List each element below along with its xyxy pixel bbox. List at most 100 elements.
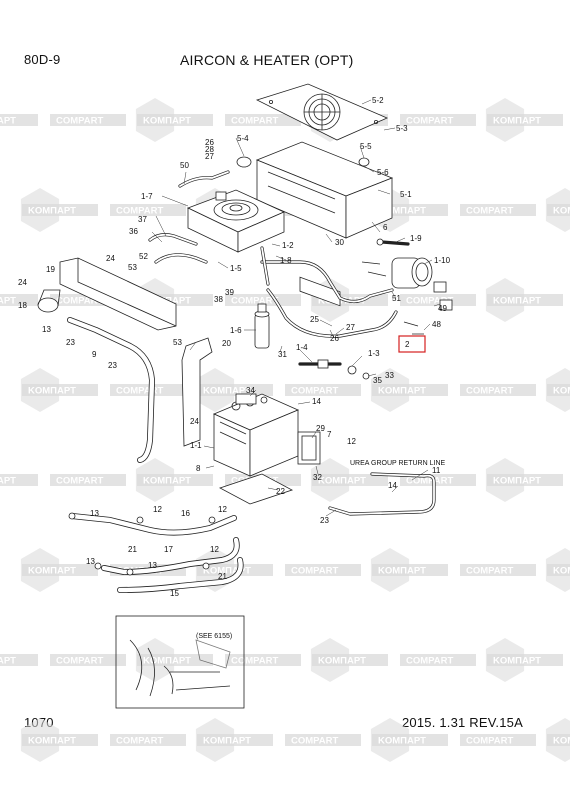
callout: 27	[205, 152, 214, 161]
svg-text:KOMПАРТ: KOMПАРТ	[493, 296, 541, 307]
callout: 24	[190, 417, 199, 426]
callout: 23	[66, 338, 75, 347]
callout: 50	[180, 161, 189, 170]
svg-text:KOMПАРТ: KOMПАРТ	[493, 116, 541, 127]
watermark-stamp: KOMПАРТ COMPART	[20, 368, 186, 412]
callout: 23	[320, 516, 329, 525]
watermark-stamp: KOMПАРТ COMPART	[195, 718, 361, 762]
callout: 1-9	[410, 234, 422, 243]
callout: 19	[46, 265, 55, 274]
svg-text:KOMПАРТ: KOMПАРТ	[203, 386, 251, 397]
svg-text:KOMПАРТ: KOMПАРТ	[203, 736, 251, 747]
seal-ring	[236, 156, 252, 168]
callout: 1-4	[296, 343, 308, 352]
callout: 51	[392, 294, 401, 303]
svg-text:COMPART: COMPART	[466, 206, 514, 217]
watermark-stamp: KOMПАРТ COMPART	[195, 368, 361, 412]
svg-text:COMPART: COMPART	[466, 566, 514, 577]
callout: 1-10	[434, 256, 451, 265]
svg-text:COMPART: COMPART	[56, 476, 104, 487]
callout: 53	[173, 338, 182, 347]
page-title: AIRCON & HEATER (OPT)	[180, 52, 354, 68]
svg-text:COMPART: COMPART	[291, 566, 339, 577]
revision-date: 2015. 1.31 REV.15A	[402, 715, 523, 730]
callout: 35	[373, 376, 382, 385]
svg-text:KOMПАРТ: KOMПАРТ	[318, 296, 366, 307]
svg-text:KOMПАРТ: KOMПАРТ	[143, 656, 191, 667]
callout: 12	[218, 505, 227, 514]
callout: 7	[327, 430, 332, 439]
svg-text:KOMПАРТ: KOMПАРТ	[0, 656, 16, 667]
callout: 24	[106, 254, 115, 263]
urea-return-note: UREA GROUP RETURN LINE	[350, 460, 445, 467]
highlight-box	[398, 335, 426, 353]
callout: 9	[92, 350, 97, 359]
svg-text:COMPART: COMPART	[116, 386, 164, 397]
hose-clamps	[68, 512, 216, 576]
callout: 5-6	[377, 168, 389, 177]
callout: 21	[128, 545, 137, 554]
callout: 16	[181, 509, 190, 518]
callout: 1-3	[368, 349, 380, 358]
callout: 13	[90, 509, 99, 518]
callout: 6	[383, 223, 388, 232]
svg-text:COMPART: COMPART	[56, 656, 104, 667]
callout: 28	[205, 145, 214, 154]
condenser-box	[255, 141, 394, 307]
svg-text:KOMПАРТ: KOMПАРТ	[553, 566, 570, 577]
callout: 36	[129, 227, 138, 236]
compressor	[391, 257, 453, 311]
callout: 1-2	[282, 241, 294, 250]
svg-text:KOMПАРТ: KOMПАРТ	[28, 386, 76, 397]
svg-text:COMPART: COMPART	[406, 116, 454, 127]
svg-text:KOMПАРТ: KOMПАРТ	[28, 566, 76, 577]
svg-text:COMPART: COMPART	[466, 386, 514, 397]
svg-text:COMPART: COMPART	[406, 296, 454, 307]
svg-text:KOMПАРТ: KOMПАРТ	[378, 566, 426, 577]
see-reference-note: (SEE 6155)	[196, 633, 232, 640]
svg-text:COMPART: COMPART	[291, 736, 339, 747]
svg-text:KOMПАРТ: KOMПАРТ	[318, 656, 366, 667]
callout: 22	[276, 487, 285, 496]
callout: 33	[385, 371, 394, 380]
callout: 52	[139, 252, 148, 261]
callout: 13	[148, 561, 157, 570]
callout: 18	[18, 301, 27, 310]
callout: 17	[164, 545, 173, 554]
svg-text:KOMПАРТ: KOMПАРТ	[28, 206, 76, 217]
heater-unit	[212, 393, 300, 477]
svg-text:COMPART: COMPART	[291, 386, 339, 397]
svg-text:KOMПАРТ: KOMПАРТ	[553, 736, 570, 747]
svg-text:KOMПАРТ: KOMПАРТ	[553, 386, 570, 397]
watermark-layer: KOMПАРТ COMPART KOMПАРТ COMPART KOMПАРТ COMPA…	[0, 98, 570, 762]
svg-text:KOMПАРТ: KOMПАРТ	[378, 736, 426, 747]
svg-text:COMPART: COMPART	[231, 116, 279, 127]
callout: 53	[128, 263, 137, 272]
callout: 13	[86, 557, 95, 566]
svg-text:KOMПАРТ: KOMПАРТ	[318, 476, 366, 487]
svg-text:KOMПАРТ: KOMПАРТ	[143, 476, 191, 487]
callout: 5-3	[396, 124, 408, 133]
callout: 15	[170, 589, 179, 598]
svg-text:COMPART: COMPART	[116, 736, 164, 747]
callout-labels: 5-2 5-3 5-4 26 28 27 50 5-5 5-6 5-1 1-7 …	[18, 96, 451, 598]
evaporator-unit	[186, 189, 285, 253]
callout: 48	[432, 320, 441, 329]
callout: 32	[313, 473, 322, 482]
callout: 14	[388, 481, 397, 490]
callout: 1-7	[141, 192, 153, 201]
grommet	[358, 157, 370, 167]
leader-lines	[151, 99, 441, 517]
